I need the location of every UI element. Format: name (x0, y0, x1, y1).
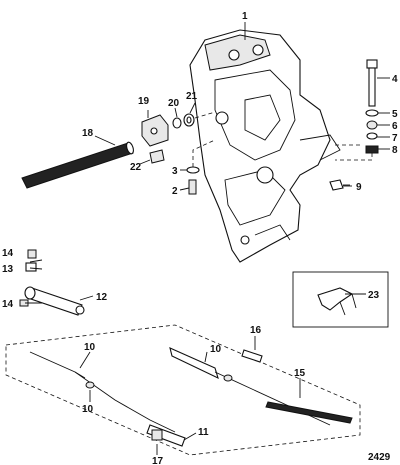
callout-7: 7 (392, 133, 398, 144)
main-bracket (189, 29, 341, 263)
cable-assembly (5, 324, 361, 456)
callout-8: 8 (392, 145, 398, 156)
callout-9: 9 (356, 182, 362, 193)
callout-3: 3 (172, 166, 178, 177)
callout-2: 2 (172, 186, 178, 197)
callout-22: 22 (130, 162, 142, 173)
callout-6: 6 (392, 121, 398, 132)
callout-21: 21 (186, 91, 198, 102)
callout-11: 11 (198, 427, 209, 438)
callout-1: 1 (242, 11, 248, 22)
callout-20: 20 (168, 98, 180, 109)
callout-5: 5 (392, 109, 398, 120)
callout-4: 4 (392, 74, 398, 85)
callout-12: 12 (96, 292, 108, 303)
callout-17: 17 (152, 456, 164, 465)
cylinder-assembly (19, 249, 85, 316)
leader-lines (25, 22, 390, 455)
callout-14b: 14 (2, 299, 14, 310)
bolt-stack (335, 59, 379, 161)
pivot-block (141, 111, 216, 164)
callout-19: 19 (138, 96, 150, 107)
threaded-rod (21, 141, 134, 189)
callout-16: 16 (250, 325, 262, 336)
callout-23: 23 (368, 290, 380, 301)
callout-10b: 10 (82, 404, 94, 415)
figure-id: 2429 (368, 452, 391, 463)
callout-labels: 1 2 3 4 5 6 7 8 9 10 10 10 11 12 13 14 1… (2, 11, 398, 465)
inset-box-23 (292, 271, 389, 328)
callout-10c: 10 (210, 344, 222, 355)
nut-9 (329, 179, 350, 191)
callout-18: 18 (82, 128, 94, 139)
callout-14a: 14 (2, 248, 14, 259)
callout-13: 13 (2, 264, 14, 275)
callout-10a: 10 (84, 342, 96, 353)
callout-15: 15 (294, 368, 306, 379)
